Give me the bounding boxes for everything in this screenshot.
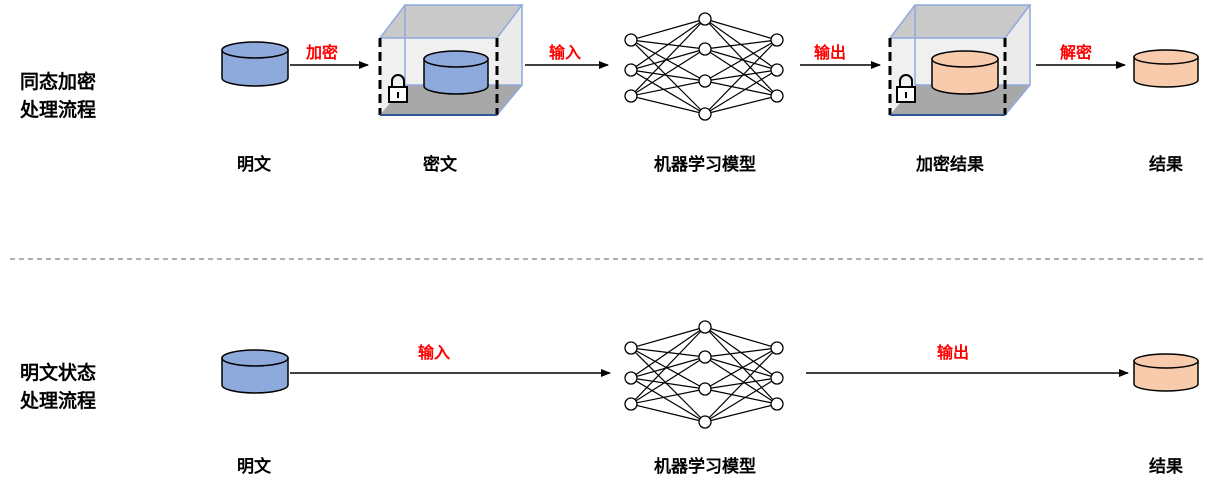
network-node: [698, 382, 712, 396]
model-label-top: 机器学习模型: [654, 154, 756, 175]
network-edge: [704, 39, 778, 50]
bottom-row: 明文状态 处理流程 输入 输出 明文 机器学习模型 结果: [19, 320, 1199, 477]
top-row-title-line1: 同态加密: [20, 70, 96, 93]
network-edge: [704, 377, 778, 390]
network-edge: [630, 18, 706, 97]
network-edge: [630, 347, 706, 423]
ciphertext-cube-icon: [378, 4, 524, 116]
network-edge: [630, 377, 706, 390]
output-label-bottom: 输出: [937, 343, 969, 362]
lock-icon: [896, 74, 916, 103]
encrypt-label: 加密: [305, 43, 338, 62]
result-cylinder-icon: [1133, 353, 1199, 392]
network-node: [770, 341, 784, 355]
network-edge: [704, 347, 778, 358]
network-edge: [630, 377, 706, 423]
network-node: [698, 12, 712, 26]
plaintext-label-top: 明文: [237, 154, 272, 175]
network-edge: [704, 69, 778, 82]
network-edge: [630, 18, 706, 71]
network-edge: [704, 80, 778, 97]
network-node: [698, 350, 712, 364]
network-edge: [704, 356, 778, 379]
network-node: [698, 320, 712, 334]
network-edge: [704, 48, 778, 97]
network-edge: [630, 69, 706, 115]
plaintext-label-bottom: 明文: [237, 456, 272, 477]
model-label-bottom: 机器学习模型: [654, 456, 756, 477]
network-edge: [630, 69, 706, 82]
network-node: [624, 33, 638, 47]
network-node: [770, 89, 784, 103]
network-edge: [704, 326, 778, 349]
network-edge: [704, 69, 778, 115]
network-node: [770, 371, 784, 385]
network-edge: [630, 80, 706, 97]
network-edge: [630, 326, 706, 349]
ciphertext-label: 密文: [423, 154, 458, 175]
network-edge: [630, 356, 706, 405]
bottom-row-title-line2: 处理流程: [19, 389, 96, 412]
network-node: [698, 415, 712, 429]
top-row: 同态加密 处理流程 加密: [19, 4, 1199, 175]
network-node: [698, 74, 712, 88]
network-node: [624, 63, 638, 77]
network-node: [698, 42, 712, 56]
network-edge: [704, 95, 778, 115]
output-label-top: 输出: [814, 43, 846, 62]
bottom-row-title-line1: 明文状态: [20, 361, 96, 384]
encrypted-result-label: 加密结果: [915, 154, 984, 175]
top-row-title-line2: 处理流程: [19, 98, 96, 121]
network-edge: [704, 48, 778, 71]
network-edge: [630, 48, 706, 71]
network-edge: [630, 388, 706, 405]
result-label-top: 结果: [1149, 154, 1183, 175]
network-edge: [704, 356, 778, 405]
network-edge: [704, 18, 778, 97]
network-edge: [704, 403, 778, 423]
input-label-top: 输入: [549, 43, 581, 62]
network-edge: [704, 39, 778, 115]
network-connections: [630, 18, 778, 115]
result-label-bottom: 结果: [1149, 456, 1183, 477]
decrypt-label: 解密: [1060, 43, 1092, 62]
network-node: [624, 89, 638, 103]
neural-network-icon: [624, 12, 784, 121]
network-edge: [704, 377, 778, 423]
network-edge: [630, 18, 706, 41]
encrypted-result-cube-icon: [888, 4, 1032, 116]
network-edge: [630, 356, 706, 379]
network-edge: [630, 326, 706, 379]
network-node: [624, 397, 638, 411]
network-node: [770, 397, 784, 411]
network-edge: [630, 39, 706, 115]
network-edge: [704, 326, 778, 405]
plaintext-cylinder-icon: [221, 41, 289, 87]
network-edge: [630, 347, 706, 390]
network-edge: [704, 388, 778, 405]
network-node: [624, 371, 638, 385]
network-edge: [630, 39, 706, 82]
lock-icon: [388, 74, 408, 103]
network-edge: [704, 18, 778, 41]
network-edge: [630, 403, 706, 423]
network-edge: [630, 326, 706, 405]
network-edge: [630, 48, 706, 97]
network-node: [624, 341, 638, 355]
network-node: [770, 63, 784, 77]
network-node: [698, 107, 712, 121]
network-edge: [704, 347, 778, 390]
network-connections: [630, 326, 778, 423]
input-label-bottom: 输入: [418, 343, 450, 362]
result-cylinder-icon: [1133, 49, 1199, 88]
network-edge: [630, 95, 706, 115]
network-node: [770, 33, 784, 47]
plaintext-cylinder-icon: [221, 349, 289, 394]
network-edge: [704, 347, 778, 423]
network-edge: [704, 39, 778, 82]
neural-network-icon: [624, 320, 784, 429]
